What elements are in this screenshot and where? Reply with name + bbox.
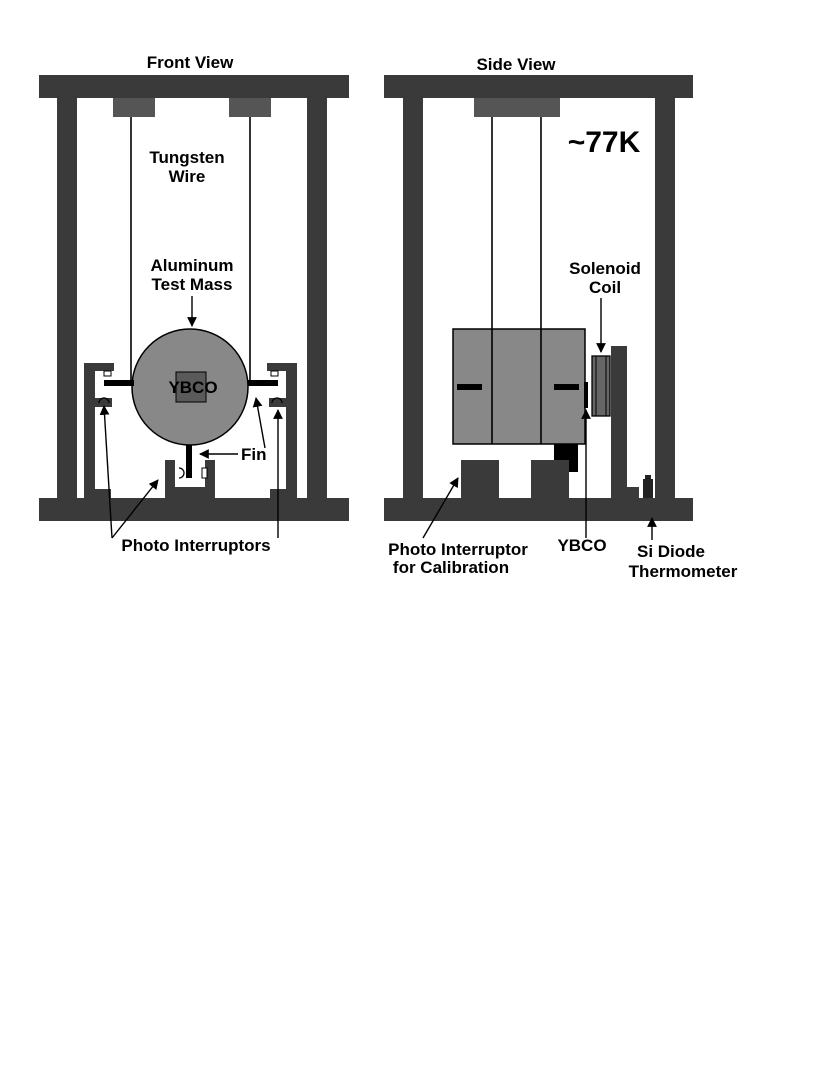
tungsten-wire-label-1: Tungsten <box>149 148 224 167</box>
solenoid-coil <box>591 355 611 417</box>
tungsten-wire-label-2: Wire <box>169 167 206 186</box>
photo-arrow-left <box>99 405 113 539</box>
calibration-arrow <box>422 477 459 539</box>
front-right-post <box>307 98 327 500</box>
side-ybco-label: YBCO <box>557 536 606 555</box>
temperature-label: ~77K <box>568 126 641 159</box>
side-right-post <box>655 98 675 500</box>
front-ybco-block <box>175 371 207 403</box>
side-left-post <box>403 98 423 500</box>
left-photo-interruptor <box>84 363 114 498</box>
front-right-flag <box>248 380 278 386</box>
side-ybco-plate <box>584 382 588 408</box>
side-view-title: Side View <box>476 55 556 74</box>
si-diode <box>643 479 653 498</box>
calibration-label-1: Photo Interruptor <box>388 540 528 559</box>
ybco-mount-arrow <box>252 397 266 449</box>
test-mass-label-1: Aluminum <box>150 256 233 275</box>
calibration-interruptor-left <box>461 460 499 498</box>
coil-support <box>611 346 627 498</box>
si-diode-label-2: Thermometer <box>629 562 738 581</box>
photo-interruptors-label: Photo Interruptors <box>121 536 270 555</box>
front-left-flag <box>104 380 134 386</box>
fin <box>186 445 192 478</box>
side-flag-right <box>554 384 579 390</box>
front-ybco-label: YBCO <box>168 378 217 397</box>
side-base-plate <box>384 498 693 521</box>
side-top-beam <box>384 75 693 98</box>
coil-support-foot <box>627 487 639 498</box>
side-flag-left <box>457 384 482 390</box>
photo-arrow-middle <box>111 479 159 539</box>
bottom-photo-interruptor <box>165 460 215 498</box>
front-top-beam <box>39 75 349 98</box>
solenoid-label-1: Solenoid <box>569 259 641 278</box>
right-photo-interruptor <box>267 363 297 498</box>
side-clamp <box>474 98 560 117</box>
fin-label: Fin <box>241 445 267 464</box>
front-base-plate <box>39 498 349 521</box>
front-view: Front View YBCO <box>39 53 349 555</box>
front-left-post <box>57 98 77 500</box>
side-view: Side View ~77K Soleno <box>384 55 738 581</box>
test-mass-label-2: Test Mass <box>152 275 233 294</box>
solenoid-label-2: Coil <box>589 278 621 297</box>
calibration-label-2: for Calibration <box>393 558 509 577</box>
front-left-clamp <box>113 98 155 117</box>
front-view-title: Front View <box>147 53 234 72</box>
si-diode-lead <box>645 475 651 480</box>
front-right-clamp <box>229 98 271 117</box>
calibration-interruptor-right <box>531 460 569 498</box>
si-diode-label-1: Si Diode <box>637 542 705 561</box>
